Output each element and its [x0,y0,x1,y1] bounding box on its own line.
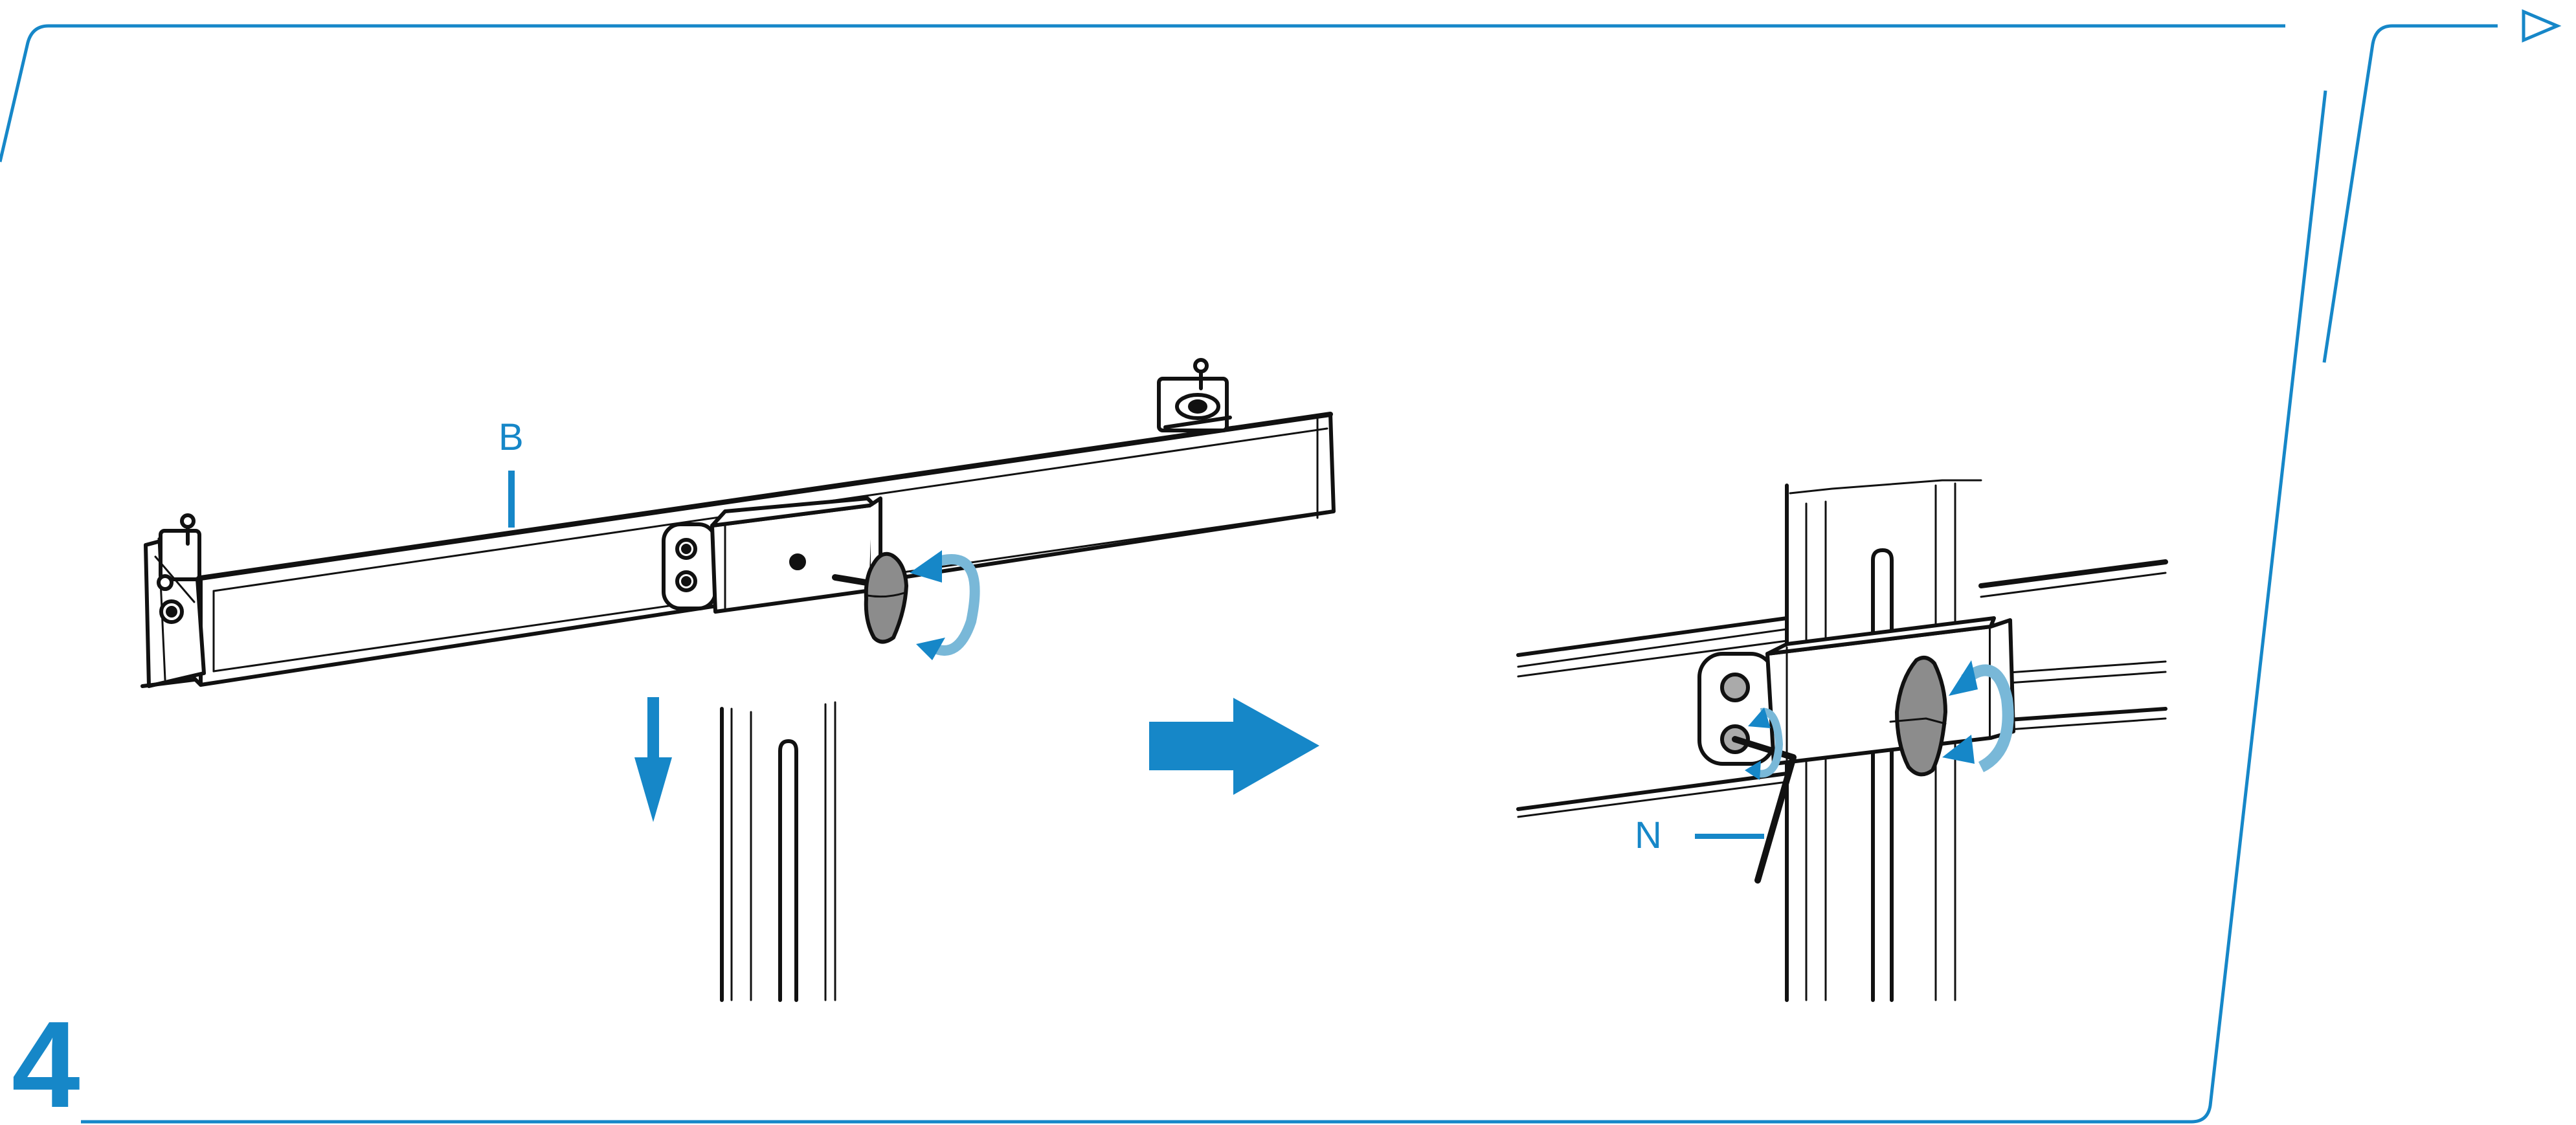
right-end-bracket [1157,358,1232,432]
down-arrow-icon [634,697,672,822]
knob-left [832,551,908,644]
left-end-bracket [140,513,206,688]
center-clamp [662,496,882,614]
left-panel-bottom-border [81,90,2327,1124]
knob-right [1889,656,1947,777]
upright-post-left [720,701,836,1002]
right-illustration [1516,479,2168,1002]
rotate-arrow-icon [910,550,980,660]
next-page-triangle-icon[interactable] [2522,9,2562,43]
label-b: B [498,416,524,458]
rotate-arrow-icon [1745,707,1784,780]
right-panel-border [2322,24,2498,363]
rotate-arrow-icon [1942,660,2014,773]
label-n: N [1635,814,1662,856]
left-illustration [140,358,1336,1002]
right-arrow-icon [1149,698,1319,795]
hex-key-n [1732,736,1797,884]
page-frame [0,26,2498,1125]
step-number: 4 [12,996,80,1125]
